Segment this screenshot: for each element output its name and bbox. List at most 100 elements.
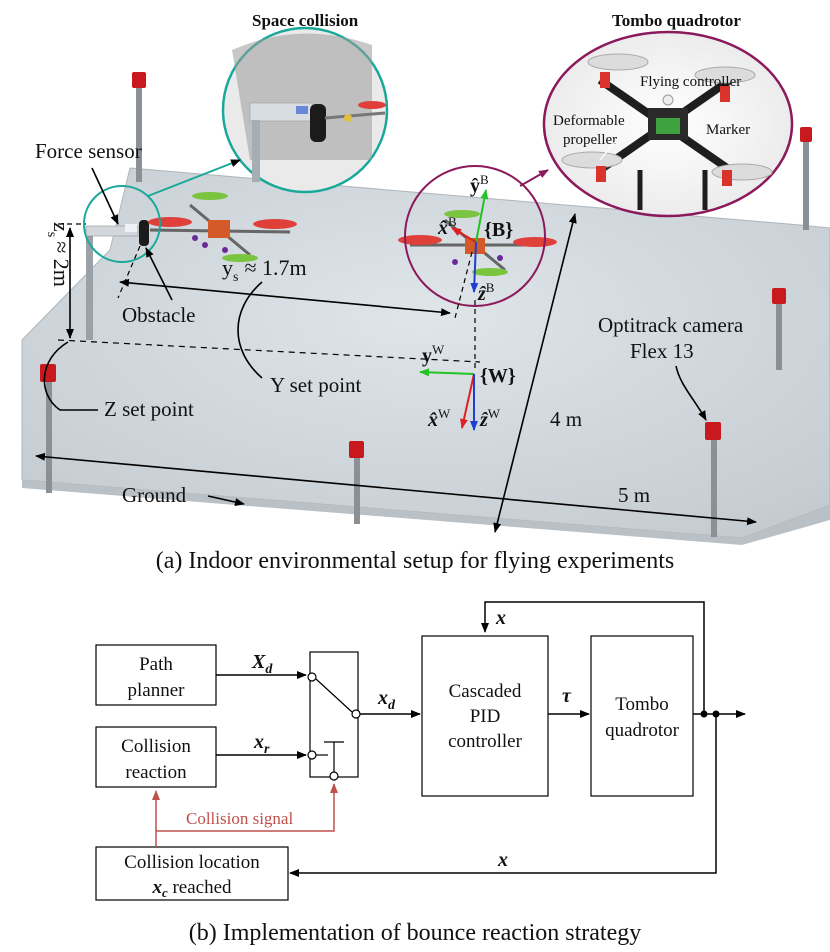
switch-input-bottom (307, 750, 317, 760)
wire-feedback-bottom (289, 714, 717, 877)
drone-near-obstacle (148, 192, 297, 262)
ys-dash-right (454, 251, 473, 319)
label-obstacle: Obstacle (122, 303, 195, 327)
svg-text:zs≈ 2m: zs ≈ 2m (44, 222, 74, 287)
label-5m: 5 m (618, 483, 650, 507)
label-collision-signal: Collision signal (186, 809, 293, 828)
label-yB: ŷB (470, 172, 489, 197)
cascaded-line3: controller (448, 731, 523, 752)
collision-location-line1: Collision location (124, 852, 260, 873)
ys-dimension (119, 278, 451, 317)
zs-subscript: s (44, 232, 59, 237)
cascaded-line2: PID (470, 706, 501, 727)
xc-subscript: c (162, 885, 168, 900)
wire-feedback-top (481, 601, 705, 714)
obstacle-post (85, 220, 149, 340)
label-marker: Marker (706, 122, 750, 138)
xB-symbol: x̂ (437, 217, 448, 239)
ground-arrow (207, 495, 245, 506)
xr-subscript: r (264, 742, 270, 757)
label-force-sensor: Force sensor (35, 139, 142, 163)
tombo-detail-drone (561, 53, 773, 210)
label-zB: ẑB (477, 280, 495, 305)
tombo-line1: Tombo (615, 694, 669, 715)
world-frame-axes (419, 368, 478, 431)
label-camera-line2: Flex 13 (630, 339, 694, 363)
yW-sup: W (432, 342, 445, 357)
dimension-5m (35, 452, 757, 526)
Xd-subscript: d (265, 662, 273, 677)
xd-symbol: x (377, 687, 388, 709)
label-yW: yW (422, 342, 445, 367)
label-x-top: x (495, 607, 506, 629)
space-collision-source-circle (83, 185, 161, 263)
xd-subscript: d (388, 698, 396, 713)
label-Xd: Xd (251, 651, 273, 677)
label-body-frame: {B} (484, 219, 513, 241)
label-xr: xr (253, 731, 270, 757)
y-set-point-leader (237, 281, 263, 379)
camera-arrow (675, 365, 707, 421)
camera-pole-back-left (132, 72, 146, 182)
yW-symbol: y (422, 345, 432, 367)
collision-location-rest: reached (168, 877, 232, 898)
zs-value: ≈ 2m (49, 241, 74, 287)
collision-reaction-line1: Collision (121, 736, 191, 757)
title-tombo-quadrotor: Tombo quadrotor (612, 11, 741, 30)
zs-symbol: z (49, 222, 74, 232)
block-collision-location (95, 846, 289, 901)
figure-b: Path planner Collision reaction Cascaded… (95, 601, 746, 946)
path-planner-line1: Path (139, 654, 173, 675)
collision-location-line2: xc reached (151, 877, 232, 900)
label-tau: τ (562, 685, 572, 707)
switch-output (351, 709, 361, 719)
ys-value: ≈ 1.7m (244, 255, 306, 280)
space-collision-detail-content (232, 33, 386, 182)
yB-sup: B (480, 172, 489, 187)
path-planner-line2: planner (128, 680, 186, 701)
xr-symbol: x (253, 731, 264, 753)
label-y-set-point: Y set point (270, 373, 362, 397)
tombo-line2: quadrotor (605, 720, 680, 741)
space-collision-link (147, 159, 241, 197)
zW-sup: W (488, 406, 501, 421)
zB-symbol: ẑ (477, 283, 487, 305)
block-path-planner (95, 644, 217, 706)
tombo-link (519, 169, 549, 187)
zB-sup: B (486, 280, 495, 295)
label-xB: x̂B (437, 214, 457, 239)
Xd-symbol: X (251, 651, 266, 673)
label-deformable-line1: Deformable (553, 113, 625, 129)
camera-pole-back-right (800, 127, 812, 230)
xW-symbol: x̂ (427, 409, 438, 431)
deformable-leader (599, 135, 621, 161)
z-set-point-leader (43, 341, 98, 411)
zs-bottom-dash (57, 339, 481, 363)
label-flying-controller: Flying controller (640, 74, 741, 90)
ys-symbol: y (222, 255, 233, 280)
body-frame-axes (451, 189, 489, 293)
label-z-set-point: Z set point (104, 397, 194, 421)
label-deformable-line2: propeller (563, 132, 617, 148)
label-x-bottom: x (497, 849, 508, 871)
switch-input-top (307, 672, 317, 682)
block-tombo (590, 635, 694, 797)
xc-symbol: x (151, 877, 162, 898)
caption-b: (b) Implementation of bounce reaction st… (189, 920, 642, 946)
label-ground: Ground (122, 483, 187, 507)
xB-sup: B (448, 214, 457, 229)
title-space-collision: Space collision (252, 11, 359, 30)
ground-front-edge (22, 480, 830, 545)
yB-symbol: ŷ (470, 175, 480, 197)
wire-collision-signal (155, 783, 338, 847)
zW-symbol: ẑ (479, 409, 489, 431)
label-world-frame: {W} (480, 365, 516, 387)
xW-sup: W (438, 406, 451, 421)
label-xW: x̂W (427, 406, 451, 431)
cascaded-line1: Cascaded (449, 681, 522, 702)
collision-reaction-line2: reaction (125, 762, 187, 783)
camera-pole-right (772, 288, 786, 370)
block-cascaded-pid (421, 635, 549, 797)
switch-blade (315, 678, 353, 713)
